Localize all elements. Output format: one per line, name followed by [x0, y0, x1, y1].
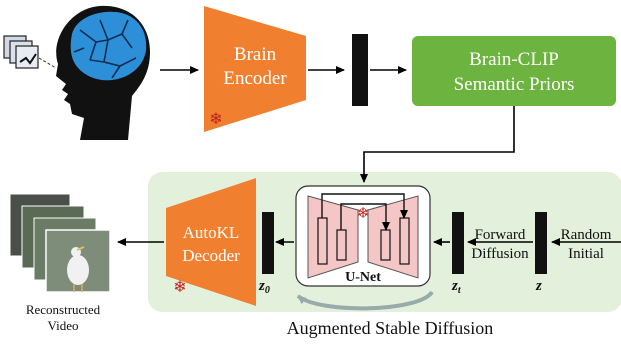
- reconstructed-video-label-line1: Reconstructed: [26, 302, 101, 317]
- unet-skip-inner: [340, 203, 390, 231]
- brain-clip-block: [412, 36, 616, 106]
- brain-embedding-bar: [352, 34, 368, 106]
- arrow-clip-to-unet: [360, 106, 515, 183]
- denoising-loop-arrow: [296, 290, 434, 311]
- z-latent-bar: [535, 212, 547, 274]
- unet-skip-outer: [321, 193, 408, 219]
- brain-clip-label-line2: Semantic Priors: [454, 74, 575, 95]
- human-head-brain-icon: [56, 5, 150, 141]
- reconstructed-video-label-line2: Video: [48, 318, 79, 333]
- zt-latent-bar: [452, 212, 464, 274]
- unet-label: U-Net: [345, 270, 381, 285]
- brain-encoder-label-line1: Brain: [234, 44, 277, 65]
- zt-label: zt: [451, 278, 462, 296]
- augmented-stable-diffusion-title: Augmented Stable Diffusion: [287, 318, 494, 338]
- forward-diffusion-label-line2: Diffusion: [471, 246, 529, 262]
- reconstructed-frames-icon: [9, 193, 111, 293]
- brain-encoder-label-line2: Encoder: [223, 68, 287, 89]
- snowflake-icon: ❄: [209, 111, 222, 128]
- random-initial-label-line2: Initial: [568, 246, 604, 262]
- z-label: z: [535, 278, 542, 294]
- forward-diffusion-label-line1: Forward: [475, 227, 526, 243]
- brain-clip-label-line1: Brain-CLIP: [469, 49, 559, 70]
- autokl-decoder-block: [166, 178, 256, 306]
- gaze-line: [38, 57, 57, 69]
- z0-latent-bar: [262, 212, 274, 274]
- snowflake-icon: ❄: [357, 206, 370, 222]
- brain-encoder-block: [204, 6, 306, 132]
- random-initial-label-line1: Random: [561, 227, 612, 243]
- video-frames-icon: [3, 35, 39, 69]
- z0-label: z0: [258, 278, 270, 296]
- snowflake-icon: ❄: [173, 279, 186, 296]
- autokl-decoder-label-line2: Decoder: [182, 246, 240, 265]
- autokl-decoder-label-line1: AutoKL: [183, 223, 240, 242]
